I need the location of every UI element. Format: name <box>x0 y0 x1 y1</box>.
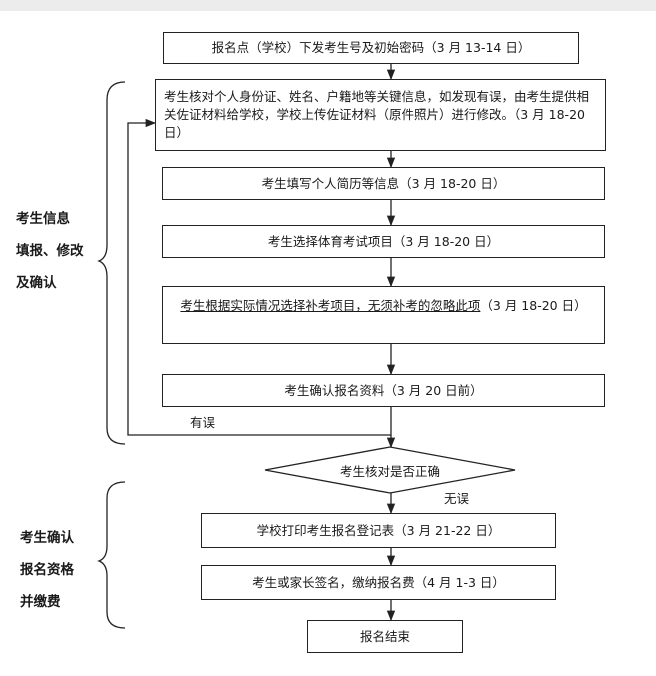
step-print-form: 学校打印考生报名登记表（3 月 21-22 日） <box>201 513 556 548</box>
brace-group-1 <box>97 81 126 445</box>
label-no-error: 无误 <box>444 491 470 506</box>
group-label-info-line: 填报、修改 <box>16 243 84 259</box>
group-label-confirm-line: 报名资格 <box>20 562 74 578</box>
group-label-confirm-line: 并缴费 <box>20 594 61 610</box>
error-loop-line <box>127 118 391 436</box>
step-confirm-data-text: 考生确认报名资料（3 月 20 日前） <box>284 382 483 398</box>
step-issue-id: 报名点（学校）下发考生号及初始密码（3 月 13-14 日） <box>163 32 579 64</box>
group-label-info: 考生信息 填报、修改 及确认 <box>16 203 84 299</box>
group-label-confirm: 考生确认 报名资格 并缴费 <box>20 522 74 618</box>
step-verify-info-text: 考生核对个人身份证、姓名、户籍地等关键信息，如发现有误，由考生提供相关佐证材料给… <box>164 89 590 140</box>
label-has-error: 有误 <box>190 415 216 430</box>
step-end: 报名结束 <box>307 620 463 653</box>
step-print-form-text: 学校打印考生报名登记表（3 月 21-22 日） <box>256 522 501 538</box>
step-verify-info: 考生核对个人身份证、姓名、户籍地等关键信息，如发现有误，由考生提供相关佐证材料给… <box>155 79 606 151</box>
step-issue-id-text: 报名点（学校）下发考生号及初始密码（3 月 13-14 日） <box>211 40 531 55</box>
supplement-date: （3 月 18-20 日） <box>480 298 587 313</box>
step-sign-pay-text: 考生或家长签名，缴纳报名费（4 月 1-3 日） <box>252 574 505 590</box>
group-label-info-line: 及确认 <box>16 275 57 291</box>
step-sign-pay: 考生或家长签名，缴纳报名费（4 月 1-3 日） <box>201 565 556 600</box>
top-bar <box>0 0 656 11</box>
group-label-confirm-line: 考生确认 <box>20 530 74 546</box>
step-end-text: 报名结束 <box>359 628 410 644</box>
brace-group-2 <box>97 481 126 629</box>
step-confirm-data: 考生确认报名资料（3 月 20 日前） <box>162 374 605 407</box>
step-fill-resume-text: 考生填写个人简历等信息（3 月 18-20 日） <box>261 175 506 191</box>
decision-diamond <box>264 446 516 494</box>
step-fill-resume: 考生填写个人简历等信息（3 月 18-20 日） <box>162 167 605 200</box>
group-label-info-line: 考生信息 <box>16 211 70 227</box>
step-select-pe-text: 考生选择体育考试项目（3 月 18-20 日） <box>267 233 500 249</box>
supplement-link[interactable]: 考生根据实际情况选择补考项目，无须补考的忽略此项 <box>180 298 481 313</box>
decision-text: 考生核对是否正确 <box>339 463 440 479</box>
step-select-pe: 考生选择体育考试项目（3 月 18-20 日） <box>162 225 605 258</box>
step-supplement: 考生根据实际情况选择补考项目，无须补考的忽略此项（3 月 18-20 日） <box>162 286 605 344</box>
